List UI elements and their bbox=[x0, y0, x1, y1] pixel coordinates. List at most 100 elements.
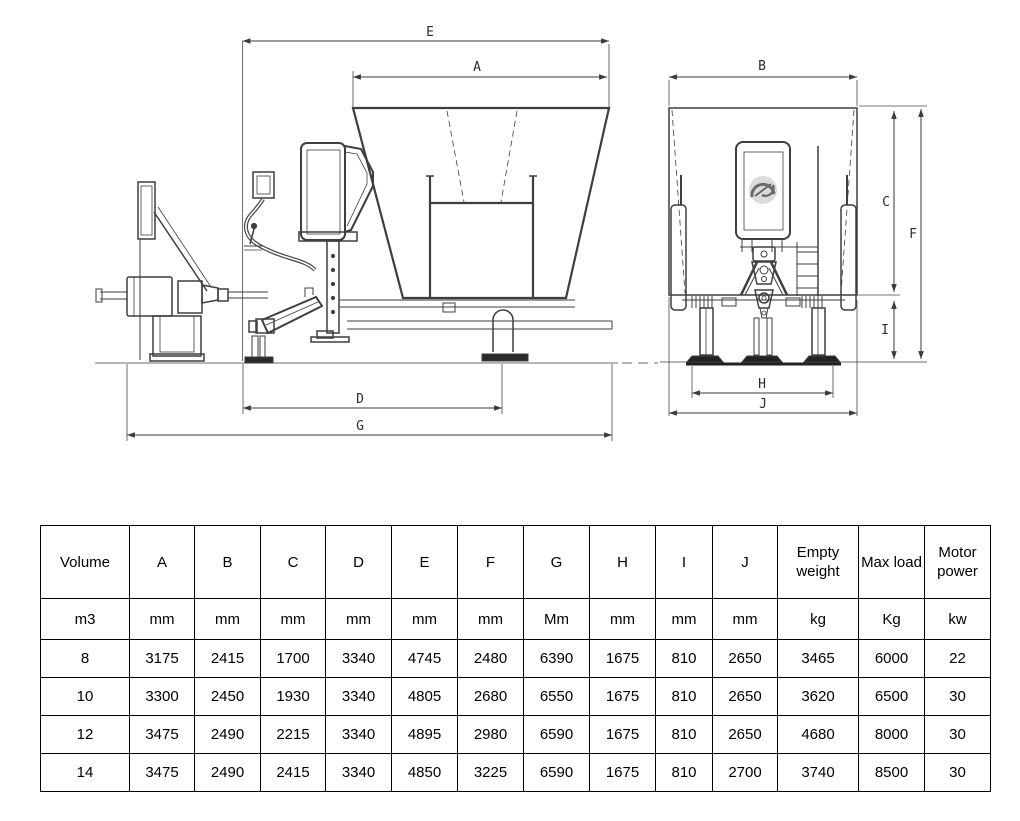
table-row: 14 3475 2490 2415 3340 4850 3225 6590 16… bbox=[40, 753, 991, 792]
dimension-c: C bbox=[858, 105, 927, 296]
suspension-blocks bbox=[691, 296, 823, 308]
technical-drawing: E A D G bbox=[95, 25, 927, 441]
header-motor-power: Motor power bbox=[924, 525, 991, 599]
value-cell: 10 bbox=[40, 677, 130, 716]
side-cylinders bbox=[670, 175, 857, 311]
value-cell: 3340 bbox=[325, 639, 392, 678]
value-cell: 2490 bbox=[194, 753, 261, 792]
drive-assembly bbox=[739, 246, 789, 319]
table-header-row: Volume A B C D E F G H I J Empty weight … bbox=[40, 525, 991, 599]
dimension-g: G bbox=[126, 364, 613, 441]
dim-label-b: B bbox=[758, 59, 766, 74]
unit-cell: kw bbox=[924, 598, 991, 640]
table-units-row: m3 mm mm mm mm mm mm Mm mm mm mm kg Kg k… bbox=[40, 598, 991, 640]
value-cell: 3225 bbox=[457, 753, 524, 792]
value-cell: 2415 bbox=[194, 639, 261, 678]
value-cell: 2480 bbox=[457, 639, 524, 678]
value-cell: 3175 bbox=[129, 639, 195, 678]
value-cell: 2415 bbox=[260, 753, 326, 792]
header-volume: Volume bbox=[40, 525, 130, 599]
unit-cell: m3 bbox=[40, 598, 130, 640]
chassis-rails bbox=[339, 299, 613, 330]
dim-label-i: I bbox=[881, 323, 889, 338]
value-cell: 2490 bbox=[194, 715, 261, 754]
motor-drive-unit bbox=[95, 181, 268, 362]
header-g: G bbox=[523, 525, 590, 599]
control-cable bbox=[243, 197, 317, 272]
logo-panel bbox=[735, 141, 791, 252]
dim-label-d: D bbox=[356, 392, 364, 407]
value-cell: 1675 bbox=[589, 639, 656, 678]
value-cell: 6590 bbox=[523, 715, 590, 754]
value-cell: 1930 bbox=[260, 677, 326, 716]
side-view: E A D G bbox=[95, 25, 658, 441]
dim-label-c: C bbox=[882, 195, 890, 210]
value-cell: 3340 bbox=[325, 715, 392, 754]
unit-cell: mm bbox=[589, 598, 656, 640]
value-cell: 2215 bbox=[260, 715, 326, 754]
dimension-d: D bbox=[242, 364, 503, 414]
value-cell: 2650 bbox=[712, 677, 778, 716]
header-c: C bbox=[260, 525, 326, 599]
spec-table: Volume A B C D E F G H I J Empty weight … bbox=[40, 525, 991, 792]
header-f: F bbox=[457, 525, 524, 599]
header-e: E bbox=[391, 525, 458, 599]
dimension-i: I bbox=[881, 301, 897, 359]
value-cell: 1675 bbox=[589, 753, 656, 792]
dimension-a: A bbox=[352, 60, 607, 107]
value-cell: 3465 bbox=[777, 639, 859, 678]
value-cell: 30 bbox=[924, 677, 991, 716]
value-cell: 4680 bbox=[777, 715, 859, 754]
value-cell: 1675 bbox=[589, 677, 656, 716]
dim-label-j: J bbox=[759, 397, 767, 412]
value-cell: 6390 bbox=[523, 639, 590, 678]
rear-legs bbox=[660, 307, 927, 366]
value-cell: 2700 bbox=[712, 753, 778, 792]
value-cell: 3475 bbox=[129, 753, 195, 792]
rear-view: B C F I H J bbox=[660, 59, 927, 416]
value-cell: 2680 bbox=[457, 677, 524, 716]
header-h: H bbox=[589, 525, 656, 599]
value-cell: 30 bbox=[924, 753, 991, 792]
value-cell: 12 bbox=[40, 715, 130, 754]
dim-label-h: H bbox=[758, 377, 766, 392]
table-row: 10 3300 2450 1930 3340 4805 2680 6550 16… bbox=[40, 677, 991, 716]
value-cell: 2980 bbox=[457, 715, 524, 754]
header-b: B bbox=[194, 525, 261, 599]
control-lever bbox=[244, 222, 262, 251]
value-cell: 810 bbox=[655, 639, 713, 678]
control-box bbox=[252, 171, 275, 199]
unit-cell: mm bbox=[260, 598, 326, 640]
table-row: 8 3175 2415 1700 3340 4745 2480 6390 167… bbox=[40, 639, 991, 678]
value-cell: 3300 bbox=[129, 677, 195, 716]
value-cell: 30 bbox=[924, 715, 991, 754]
dimension-b: B bbox=[668, 59, 858, 106]
value-cell: 3340 bbox=[325, 753, 392, 792]
unit-cell: mm bbox=[129, 598, 195, 640]
value-cell: 1675 bbox=[589, 715, 656, 754]
value-cell: 3620 bbox=[777, 677, 859, 716]
value-cell: 2650 bbox=[712, 639, 778, 678]
value-cell: 810 bbox=[655, 753, 713, 792]
value-cell: 4805 bbox=[391, 677, 458, 716]
value-cell: 4745 bbox=[391, 639, 458, 678]
value-cell: 3340 bbox=[325, 677, 392, 716]
dim-label-e: E bbox=[426, 25, 434, 40]
value-cell: 4895 bbox=[391, 715, 458, 754]
value-cell: 6590 bbox=[523, 753, 590, 792]
value-cell: 22 bbox=[924, 639, 991, 678]
dim-label-f: F bbox=[909, 227, 917, 242]
dim-label-g: G bbox=[356, 419, 364, 434]
unit-cell: mm bbox=[457, 598, 524, 640]
dimension-h: H bbox=[691, 366, 834, 398]
brand-logo-icon bbox=[749, 176, 777, 204]
unit-cell: kg bbox=[777, 598, 859, 640]
mixing-hopper bbox=[351, 106, 611, 313]
unit-cell: mm bbox=[391, 598, 458, 640]
ladder bbox=[740, 146, 819, 296]
unit-cell: mm bbox=[712, 598, 778, 640]
header-max-load: Max load bbox=[858, 525, 925, 599]
value-cell: 3740 bbox=[777, 753, 859, 792]
unit-cell: Mm bbox=[523, 598, 590, 640]
